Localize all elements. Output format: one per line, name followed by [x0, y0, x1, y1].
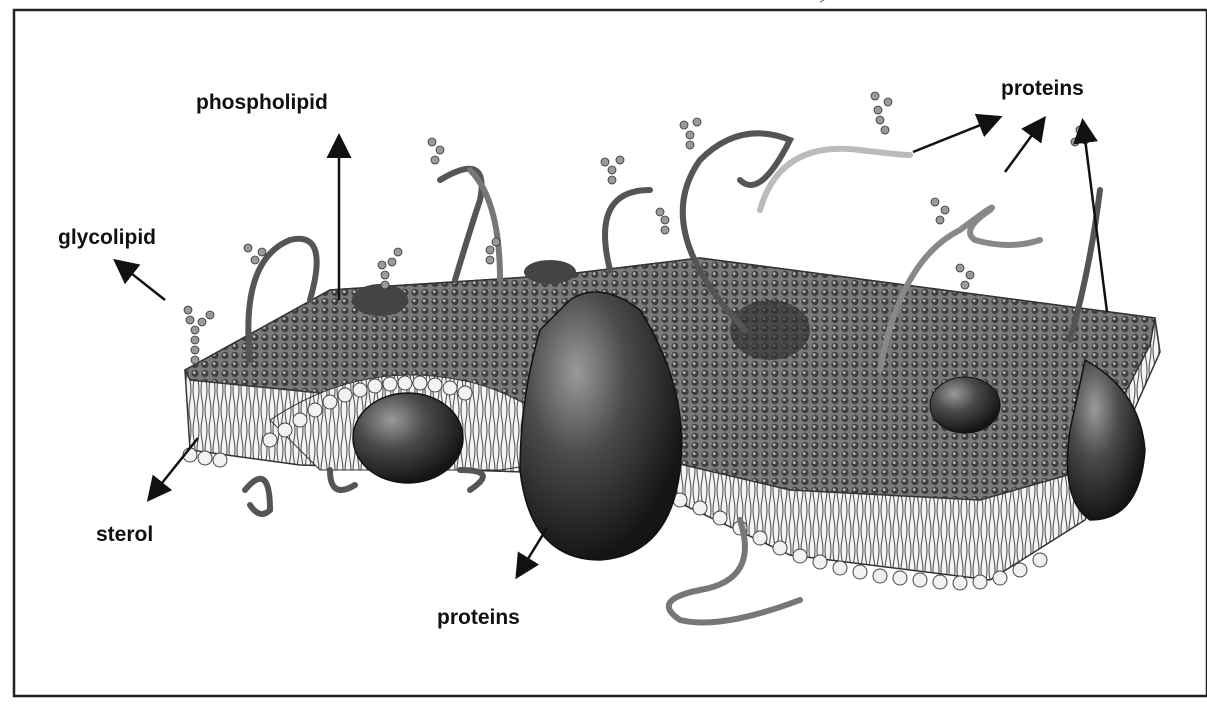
- sterol-arrow: [150, 438, 198, 498]
- label-sterol: sterol: [96, 523, 153, 547]
- surface-protein-left: [352, 284, 408, 316]
- surface-protein-mid: [524, 260, 576, 284]
- label-proteins-top: proteins: [1001, 77, 1084, 101]
- label-glycolipid: glycolipid: [58, 226, 156, 250]
- scan-mark: [820, 0, 834, 2]
- proteins-top-arrow-b: [1005, 120, 1043, 172]
- glycolipid-arrow: [117, 262, 165, 300]
- label-proteins-bottom: proteins: [437, 606, 520, 630]
- integral-protein-cutaway: [353, 393, 463, 483]
- proteins-top-arrow-a: [913, 118, 998, 152]
- label-phospholipid: phospholipid: [196, 91, 328, 115]
- proteins-bottom-arrow: [518, 528, 547, 575]
- peripheral-protein: [930, 377, 1000, 433]
